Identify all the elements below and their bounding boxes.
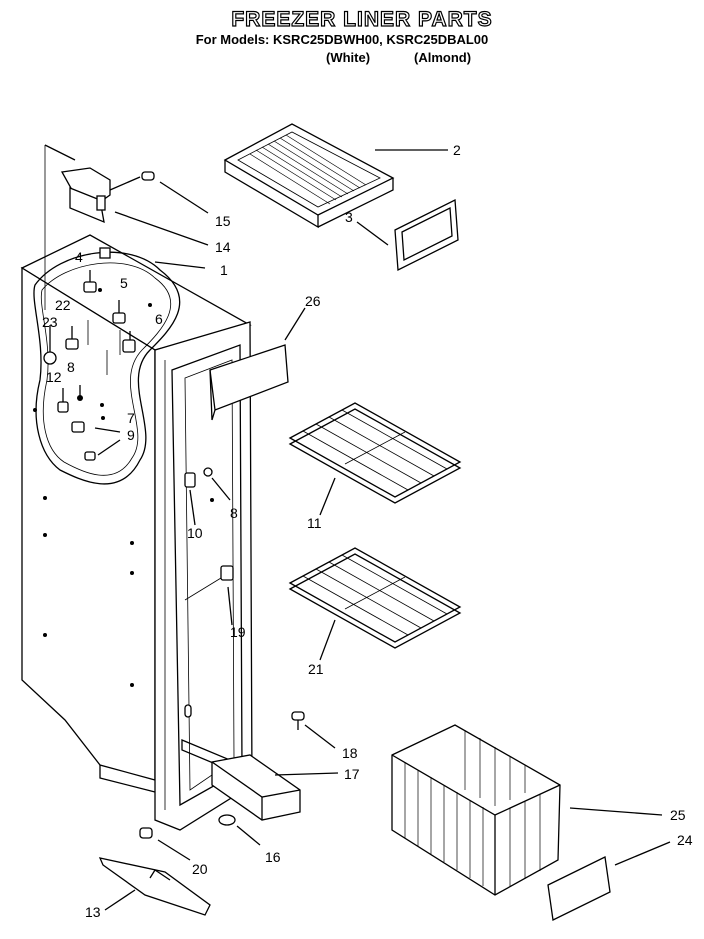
callout-9: 9 — [127, 427, 135, 443]
callout-19: 19 — [230, 624, 246, 640]
callout-13: 13 — [85, 904, 101, 920]
screw-20 — [139, 827, 153, 839]
trim-26 — [209, 344, 289, 421]
callout-12: 12 — [46, 369, 62, 385]
callout-6: 6 — [155, 311, 163, 327]
basket-25 — [391, 724, 561, 896]
callout-8a: 8 — [67, 359, 75, 375]
callout-15: 15 — [215, 213, 231, 229]
shelf-11 — [288, 402, 462, 504]
screw-18 — [291, 711, 305, 730]
callout-16: 16 — [265, 849, 281, 865]
color-almond-label: (Almond) — [414, 50, 472, 65]
bracket-14 — [44, 144, 155, 310]
callout-1: 1 — [220, 262, 228, 278]
callout-22: 22 — [55, 297, 71, 313]
callout-3: 3 — [345, 209, 353, 225]
callout-5: 5 — [120, 275, 128, 291]
callout-20: 20 — [192, 861, 208, 877]
callout-23: 23 — [42, 314, 58, 330]
callout-24: 24 — [677, 832, 693, 848]
callout-21: 21 — [308, 661, 324, 677]
callout-11: 11 — [307, 515, 322, 531]
leader-lines — [94, 149, 671, 911]
small-components — [43, 270, 234, 601]
page-title: FREEZER LINER PARTS — [231, 7, 493, 31]
callout-labels: 1 2 3 4 5 6 7 8 8 9 10 11 12 13 14 15 16… — [42, 142, 693, 920]
title-block: FREEZER LINER PARTS For Models: KSRC25DB… — [0, 7, 704, 47]
color-white-label: (White) — [326, 50, 371, 65]
bracket-13 — [98, 857, 211, 916]
cover-3 — [394, 198, 459, 272]
callout-18: 18 — [342, 745, 358, 761]
callout-7: 7 — [127, 410, 135, 426]
foot-16 — [218, 814, 236, 826]
callout-25: 25 — [670, 807, 686, 823]
callout-2: 2 — [453, 142, 461, 158]
tray-2 — [223, 123, 395, 229]
shelf-21 — [288, 547, 462, 649]
callout-14: 14 — [215, 239, 231, 255]
basket-front-24 — [547, 856, 611, 921]
callout-8b: 8 — [230, 505, 238, 521]
callout-10: 10 — [187, 525, 203, 541]
model-numbers: For Models: KSRC25DBWH00, KSRC25DBAL00 — [195, 32, 489, 47]
callout-17: 17 — [344, 766, 360, 782]
rail-17 — [211, 754, 301, 821]
freezer-liner-body — [20, 234, 253, 831]
callout-4: 4 — [75, 249, 83, 265]
callout-26: 26 — [305, 293, 321, 309]
